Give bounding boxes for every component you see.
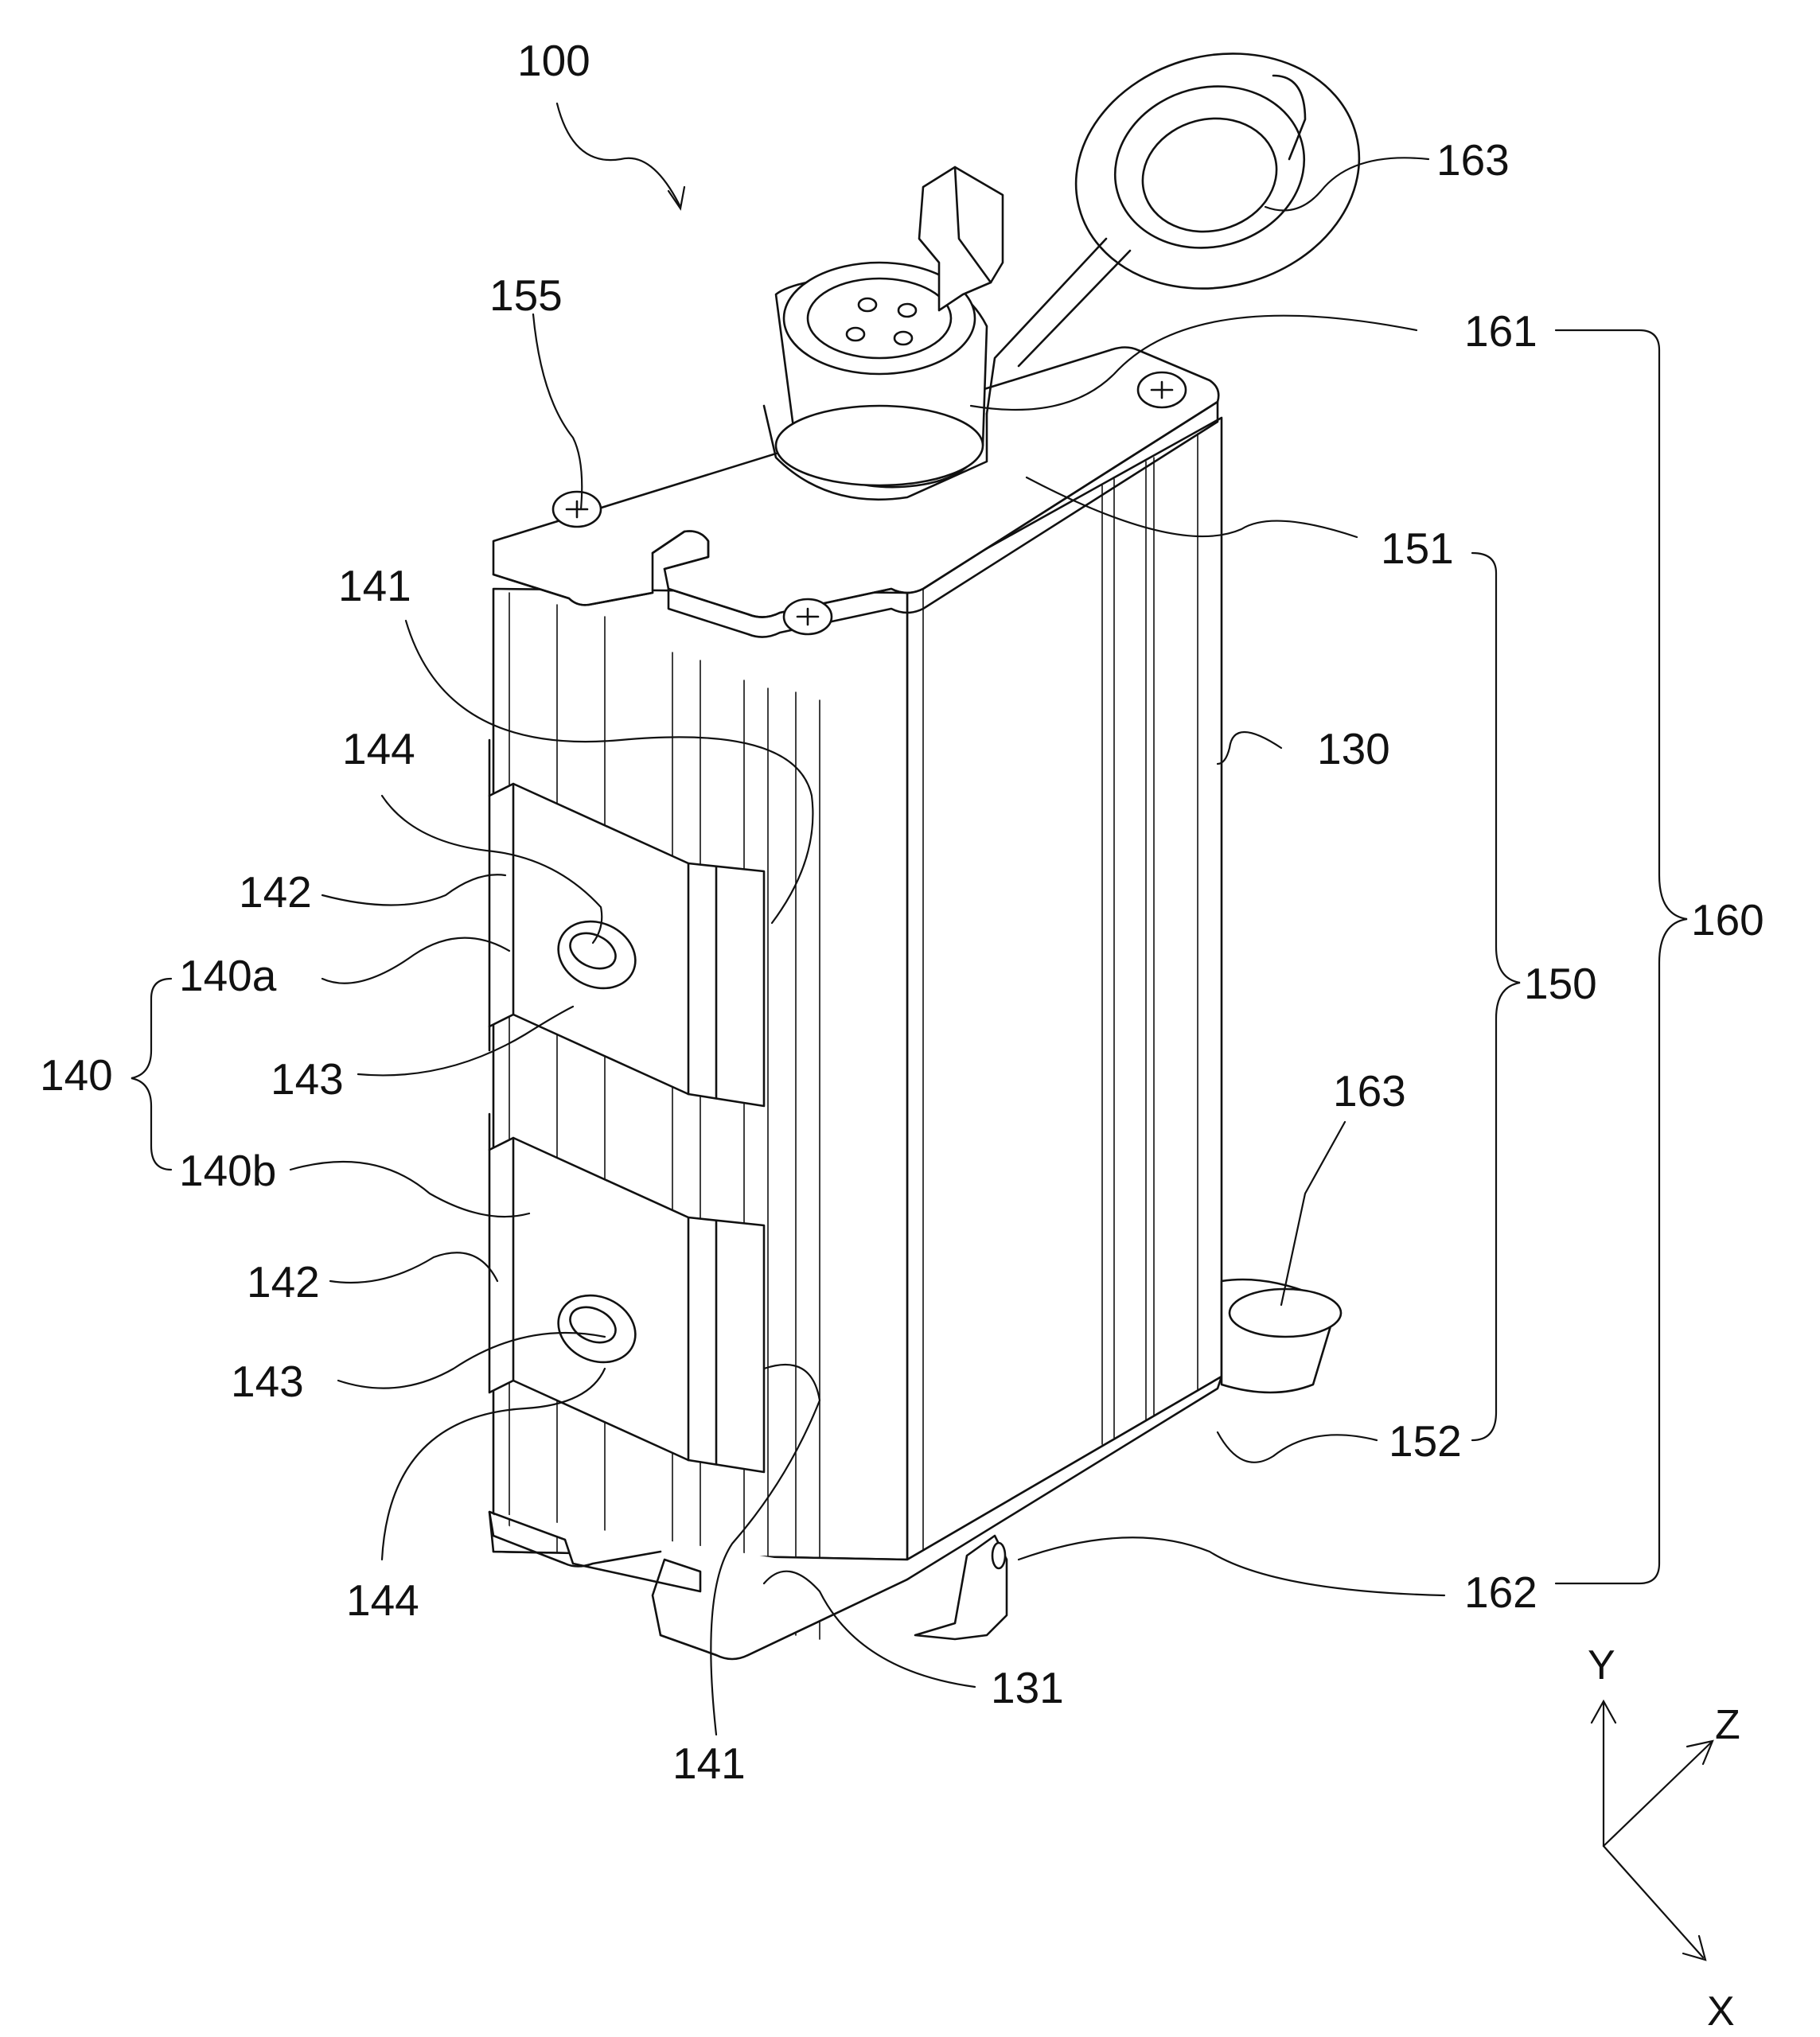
bracket-140b — [488, 1112, 766, 1474]
label-140: 140 — [40, 1050, 113, 1100]
label-100: 100 — [517, 36, 590, 85]
screw-right — [1136, 371, 1187, 409]
label-152: 152 — [1389, 1416, 1462, 1466]
label-141-bot: 141 — [672, 1739, 746, 1788]
axis-y-label: Y — [1588, 1642, 1615, 1688]
latch — [918, 166, 1004, 312]
label-151: 151 — [1381, 524, 1454, 573]
device-body — [488, 53, 1361, 1661]
label-143-bot: 143 — [231, 1357, 304, 1406]
label-131: 131 — [991, 1663, 1064, 1712]
brace-140 — [131, 977, 173, 1171]
label-160: 160 — [1691, 895, 1764, 944]
braces — [131, 329, 1688, 1585]
brace-150 — [1471, 551, 1521, 1442]
label-140b: 140b — [179, 1146, 276, 1195]
label-140a: 140a — [179, 951, 277, 1000]
label-161: 161 — [1464, 306, 1537, 356]
side-cap-163 — [1220, 1278, 1343, 1394]
bracket-140a — [488, 738, 766, 1108]
axis-z-label: Z — [1715, 1702, 1740, 1748]
label-144-bot: 144 — [346, 1575, 419, 1625]
coordinate-axes: Y Z X — [1588, 1642, 1740, 2035]
brace-160 — [1554, 329, 1688, 1585]
label-155: 155 — [489, 271, 563, 320]
label-163-top: 163 — [1436, 135, 1510, 185]
label-143-top: 143 — [271, 1054, 344, 1104]
connector-161 — [762, 261, 988, 501]
label-142-bot: 142 — [247, 1257, 320, 1307]
screw-center — [782, 598, 833, 636]
screw-left — [551, 490, 602, 528]
label-141-top: 141 — [338, 561, 411, 610]
label-150: 150 — [1524, 959, 1597, 1008]
leader-lines — [289, 102, 1446, 1736]
reference-labels: 100 163 155 161 151 141 144 130 142 140a… — [40, 36, 1764, 1788]
label-142-top: 142 — [239, 867, 312, 917]
label-144-top: 144 — [342, 724, 415, 773]
label-130: 130 — [1317, 724, 1390, 773]
label-163-side: 163 — [1333, 1066, 1406, 1116]
cap-163 — [985, 53, 1361, 415]
label-162: 162 — [1464, 1568, 1537, 1617]
bottom-plate-lower-tab — [489, 1510, 908, 1661]
axis-x-label: X — [1707, 1988, 1735, 2035]
